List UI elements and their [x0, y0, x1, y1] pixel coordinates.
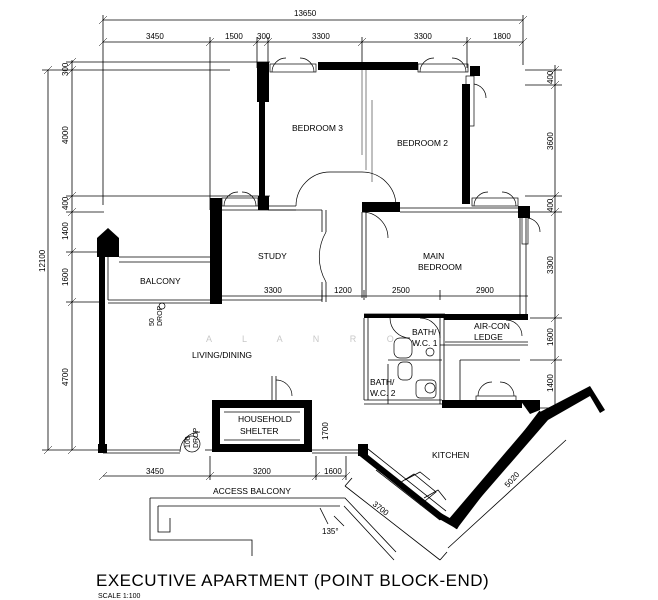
dim-left-2: 400 — [61, 196, 70, 210]
dim-left-0: 300 — [61, 62, 70, 76]
dim-top-0: 3450 — [146, 32, 164, 41]
dim-bottom-1: 3200 — [253, 467, 271, 476]
dim-interior-2: 2500 — [392, 286, 410, 295]
dim-kitchen-diag-a: 3700 — [371, 499, 391, 517]
room-shelter-line2: SHELTER — [240, 426, 279, 436]
dim-interior-1: 1200 — [334, 286, 352, 295]
dim-left-5: 4700 — [61, 368, 70, 386]
watermark: A L A N R O — [206, 334, 408, 344]
room-main-bedroom-line1: MAIN — [423, 251, 444, 261]
dim-bottom-2: 1600 — [324, 467, 342, 476]
room-access-balcony: ACCESS BALCONY — [213, 486, 291, 496]
dim-right-0: 400 — [546, 70, 555, 84]
dim-top-total: 13650 — [294, 9, 317, 18]
drop-50-label: DROP — [157, 305, 164, 326]
doors-windows — [158, 57, 541, 453]
dim-interior-0: 3300 — [264, 286, 282, 295]
room-bedroom-3: BEDROOM 3 — [292, 123, 343, 133]
plan-scale: SCALE 1:100 — [98, 593, 141, 600]
room-bath-wc1-line1: BATH/ — [412, 327, 437, 337]
room-aircon-line1: AIR-CON — [474, 321, 510, 331]
dim-right-4: 1600 — [546, 328, 555, 346]
dimension-lines — [42, 15, 567, 561]
drop-100-value: 100 — [185, 436, 192, 448]
dim-left-total: 12100 — [38, 249, 47, 272]
dim-top-2: 300 — [257, 32, 271, 41]
room-shelter-line1: HOUSEHOLD — [238, 414, 292, 424]
room-main-bedroom-line2: BEDROOM — [418, 262, 462, 272]
dim-right-3: 3300 — [546, 256, 555, 274]
walls — [97, 62, 605, 561]
dim-right-1: 3600 — [546, 132, 555, 150]
room-labels: BEDROOM 3 BEDROOM 2 MAIN BEDROOM STUDY B… — [140, 123, 510, 496]
drop-100-label: DROP — [193, 427, 200, 448]
dim-kitchen-diag-b: 5020 — [503, 470, 522, 490]
drop-labels: 50 DROP 100 DROP — [149, 305, 200, 448]
plan-title: EXECUTIVE APARTMENT (POINT BLOCK-END) — [96, 571, 489, 590]
dim-top-3: 3300 — [312, 32, 330, 41]
room-kitchen: KITCHEN — [432, 450, 469, 460]
dim-angle: 135° — [322, 527, 339, 536]
room-aircon-line2: LEDGE — [474, 332, 503, 342]
room-bath-wc1-line2: W.C. 1 — [412, 338, 438, 348]
dimension-labels: 13650 3450 1500 300 3300 3300 1800 12100… — [38, 9, 555, 536]
drop-50-value: 50 — [149, 318, 156, 326]
dim-left-3: 1400 — [61, 222, 70, 240]
dim-top-1: 1500 — [225, 32, 243, 41]
room-study: STUDY — [258, 251, 287, 261]
dim-left-1: 4000 — [61, 126, 70, 144]
dim-top-5: 1800 — [493, 32, 511, 41]
dim-right-5: 1400 — [546, 374, 555, 392]
dim-right-2: 400 — [546, 198, 555, 212]
dim-top-4: 3300 — [414, 32, 432, 41]
room-living-dining: LIVING/DINING — [192, 350, 252, 360]
dim-interior-3: 2900 — [476, 286, 494, 295]
room-balcony: BALCONY — [140, 276, 181, 286]
room-bath-wc2-line2: W.C. 2 — [370, 388, 396, 398]
dim-bottom-0: 3450 — [146, 467, 164, 476]
room-bedroom-2: BEDROOM 2 — [397, 138, 448, 148]
dim-left-4: 1600 — [61, 268, 70, 286]
dim-shelter: 1700 — [321, 422, 330, 440]
room-bath-wc2-line1: BATH/ — [370, 377, 395, 387]
